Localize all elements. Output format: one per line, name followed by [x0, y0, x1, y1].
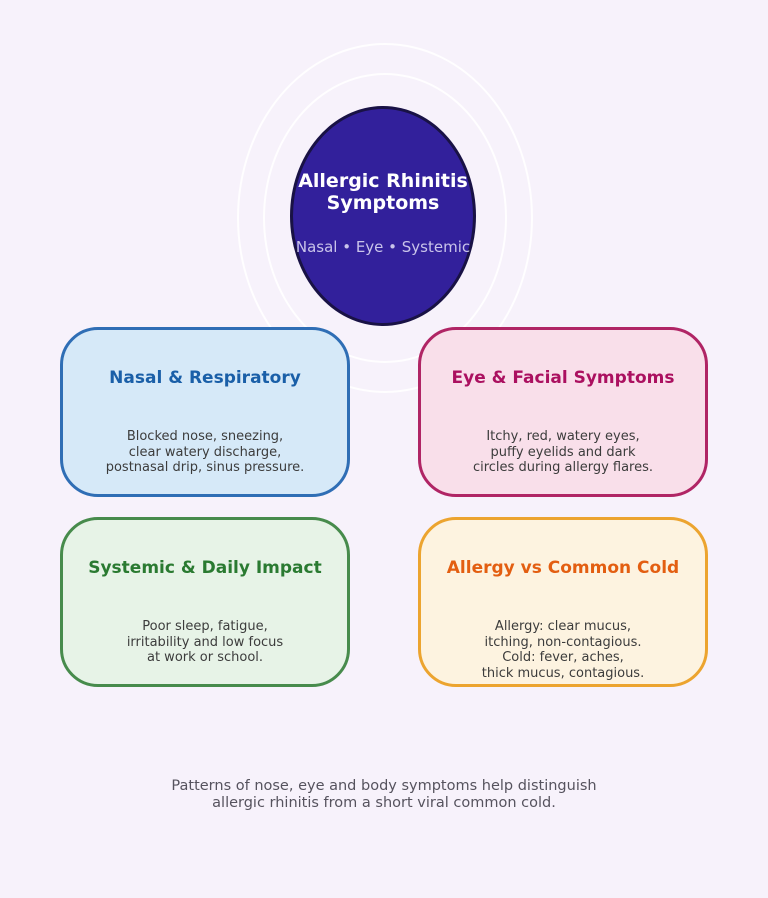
- card-eye-facial: Eye & Facial Symptoms Itchy, red, watery…: [418, 327, 708, 497]
- card-title: Systemic & Daily Impact: [88, 558, 322, 578]
- card-systemic-daily-impact: Systemic & Daily Impact Poor sleep, fati…: [60, 517, 350, 687]
- card-allergy-vs-cold: Allergy vs Common Cold Allergy: clear mu…: [418, 517, 708, 687]
- central-node-title: Allergic Rhinitis Symptoms: [298, 170, 468, 214]
- card-body-text: Itchy, red, watery eyes, puffy eyelids a…: [472, 429, 654, 475]
- footer-caption: Patterns of nose, eye and body symptoms …: [171, 778, 597, 811]
- central-node-subtitle: Nasal • Eye • Systemic: [295, 238, 471, 256]
- card-body-text: Poor sleep, fatigue, irritability and lo…: [126, 619, 284, 665]
- card-title: Allergy vs Common Cold: [446, 558, 680, 578]
- card-title: Eye & Facial Symptoms: [451, 368, 675, 388]
- card-body-text: Blocked nose, sneezing, clear watery dis…: [105, 429, 305, 475]
- card-body-text: Allergy: clear mucus, itching, non-conta…: [481, 619, 645, 681]
- central-node: Allergic Rhinitis Symptoms Nasal • Eye •…: [290, 106, 476, 326]
- card-nasal-respiratory: Nasal & Respiratory Blocked nose, sneezi…: [60, 327, 350, 497]
- card-title: Nasal & Respiratory: [109, 368, 301, 388]
